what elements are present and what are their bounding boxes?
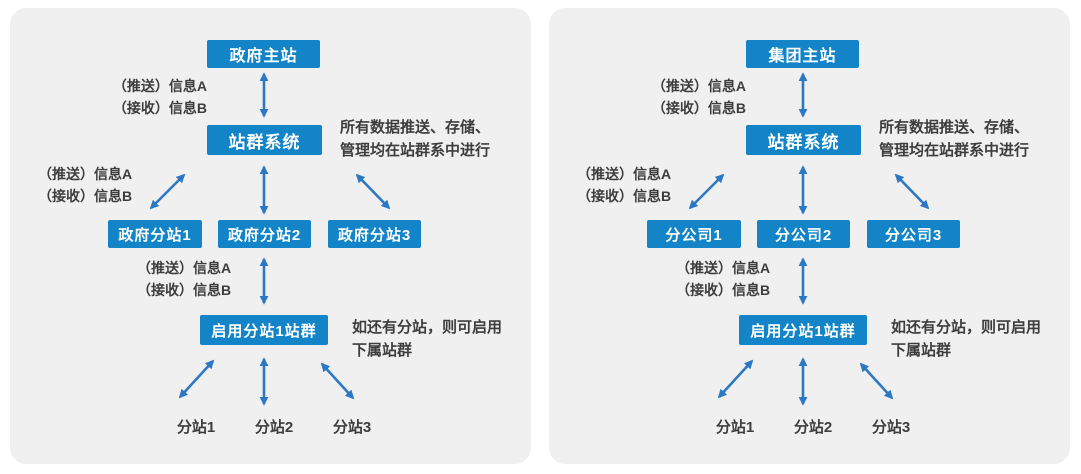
arrow-hub-branch3	[894, 173, 930, 210]
push-info-a-label: （推送）信息A	[137, 260, 232, 276]
subsite-label-3: 分站3	[871, 419, 911, 436]
branch-company-box-1: 分公司1	[647, 220, 741, 248]
cluster-note-line2: 管理均在站群系中进行	[340, 142, 491, 159]
branch-site-box-3: 政府分站3	[328, 220, 421, 248]
arrow-subhub-leaf1	[717, 359, 754, 399]
subsite-label-2: 分站2	[793, 419, 833, 436]
push-receive-label-top: （推送）信息A （接收）信息B	[604, 75, 746, 119]
subsite-cluster-note: 如还有分站，则可启用 下属站群	[891, 316, 1041, 362]
push-receive-label-mid: （推送）信息A （接收）信息B	[577, 163, 671, 207]
cluster-note-line1: 所有数据推送、存储、	[340, 119, 491, 136]
arrow-subhub-leaf3	[859, 362, 894, 400]
branch-site-box-1: 政府分站1	[108, 220, 202, 248]
cluster-note-line2: 管理均在站群系中进行	[879, 142, 1030, 159]
receive-info-b-label: （接收）信息B	[651, 100, 746, 116]
subsite-label-3: 分站3	[332, 419, 372, 436]
push-receive-label-low: （推送）信息A （接收）信息B	[137, 257, 231, 301]
connector-arrows	[688, 72, 930, 406]
arrow-subhub-leaf1	[178, 359, 215, 399]
receive-info-b-label: （接收）信息B	[38, 188, 133, 204]
arrow-hub-branch1	[149, 173, 186, 210]
branch-site-box-2: 政府分站2	[218, 220, 311, 248]
subsite-label-2: 分站2	[254, 419, 294, 436]
receive-info-b-label: （接收）信息B	[676, 282, 771, 298]
subsite-note-line2: 下属站群	[352, 342, 413, 359]
push-info-a-label: （推送）信息A	[38, 166, 133, 182]
subsite-note-line1: 如还有分站，则可启用	[352, 319, 503, 336]
arrow-hub-branch3	[355, 173, 391, 210]
receive-info-b-label: （接收）信息B	[137, 282, 232, 298]
main-site-box: 政府主站	[207, 40, 320, 68]
enable-subsite-cluster-box: 启用分站1站群	[739, 315, 867, 345]
push-receive-label-low: （推送）信息A （接收）信息B	[676, 257, 770, 301]
group-diagram-panel: 集团主站 （推送）信息A （接收）信息B 站群系统 所有数据推送、存储、 管理均…	[549, 8, 1070, 464]
connector-arrows	[149, 72, 391, 406]
push-info-a-label: （推送）信息A	[651, 78, 746, 94]
subsite-note-line1: 如还有分站，则可启用	[891, 319, 1042, 336]
government-diagram-panel: 政府主站 （推送）信息A （接收）信息B 站群系统 所有数据推送、存储、 管理均…	[10, 8, 531, 464]
subsite-cluster-note: 如还有分站，则可启用 下属站群	[352, 316, 502, 362]
receive-info-b-label: （接收）信息B	[577, 188, 672, 204]
cluster-note-line1: 所有数据推送、存储、	[879, 119, 1030, 136]
cluster-system-box: 站群系统	[207, 125, 322, 155]
arrow-hub-branch1	[688, 173, 725, 210]
subsite-label-1: 分站1	[715, 419, 755, 436]
subsite-label-1: 分站1	[176, 419, 216, 436]
subsite-note-line2: 下属站群	[891, 342, 952, 359]
main-site-box: 集团主站	[746, 40, 859, 68]
receive-info-b-label: （接收）信息B	[112, 100, 207, 116]
push-receive-label-mid: （推送）信息A （接收）信息B	[38, 163, 132, 207]
push-info-a-label: （推送）信息A	[112, 78, 207, 94]
arrow-subhub-leaf3	[320, 362, 355, 400]
push-info-a-label: （推送）信息A	[676, 260, 771, 276]
push-info-a-label: （推送）信息A	[577, 166, 672, 182]
enable-subsite-cluster-box: 启用分站1站群	[200, 315, 328, 345]
branch-company-box-3: 分公司3	[867, 220, 960, 248]
cluster-system-note: 所有数据推送、存储、 管理均在站群系中进行	[879, 116, 1029, 162]
cluster-system-note: 所有数据推送、存储、 管理均在站群系中进行	[340, 116, 490, 162]
branch-company-box-2: 分公司2	[757, 220, 850, 248]
push-receive-label-top: （推送）信息A （接收）信息B	[65, 75, 207, 119]
cluster-system-box: 站群系统	[746, 125, 861, 155]
